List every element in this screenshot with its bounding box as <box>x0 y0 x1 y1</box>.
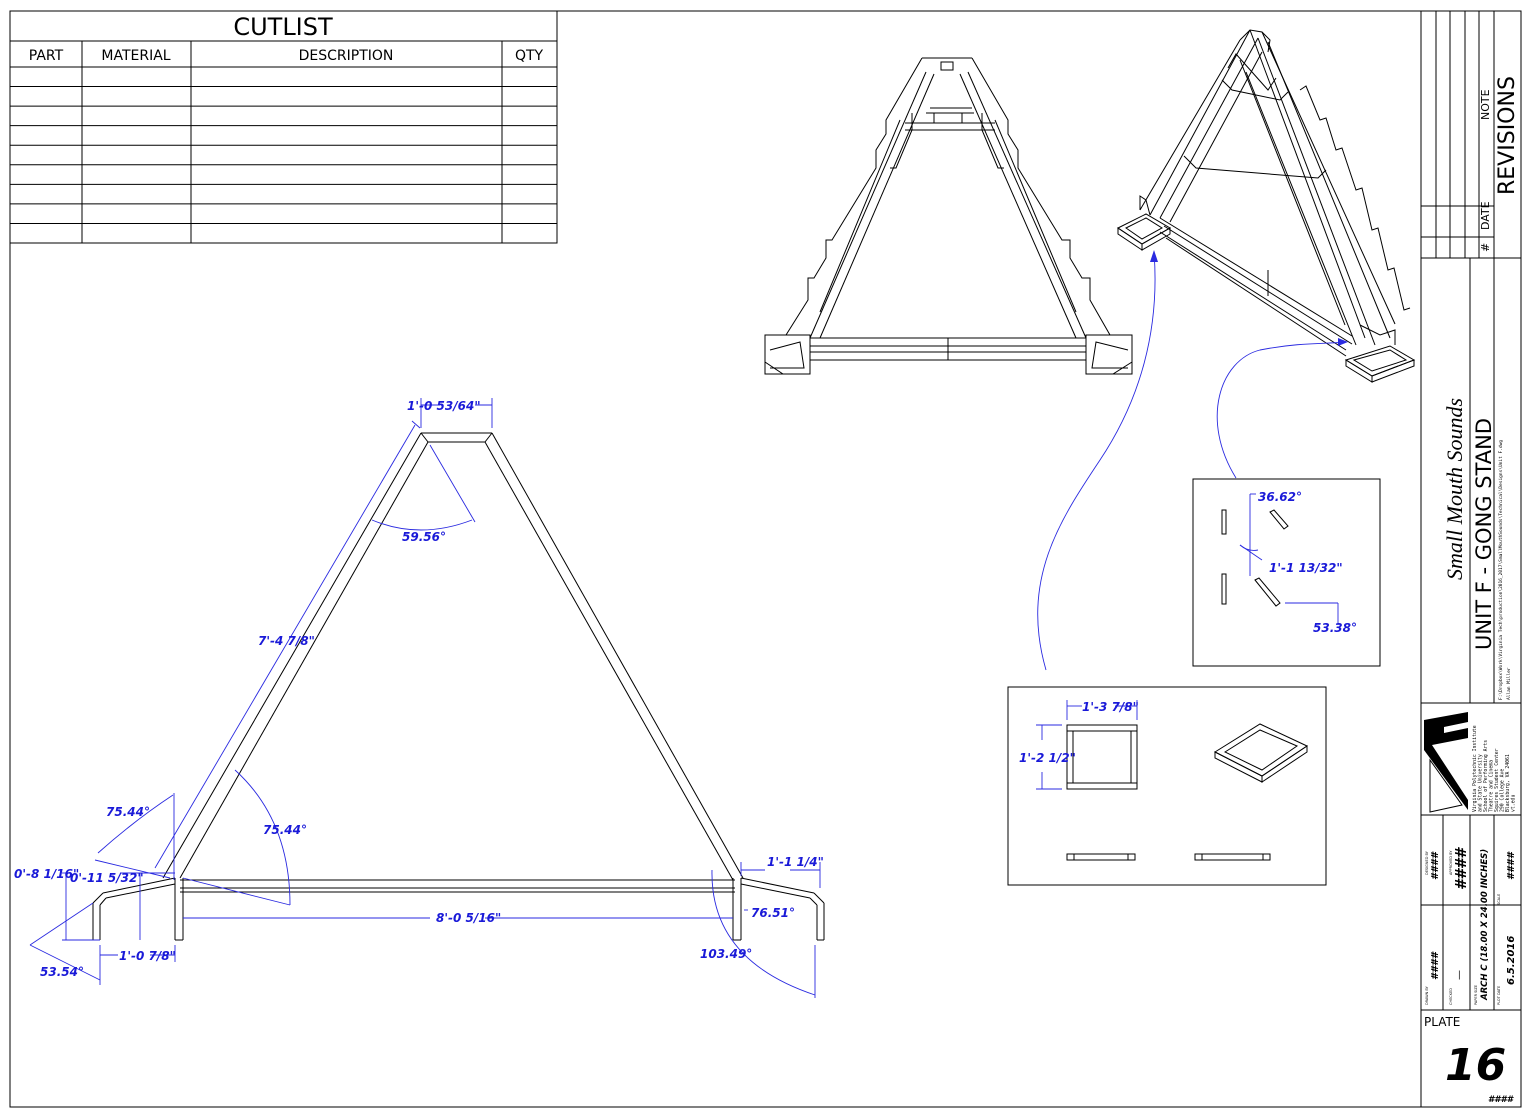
dim-left-outer-angle: 75.44° <box>106 805 150 819</box>
school-address-line: Squires Student Center <box>1494 748 1500 812</box>
plate-number: 16 <box>1445 1040 1506 1091</box>
school-address-line: and State University <box>1478 754 1484 812</box>
front-view-small <box>764 57 1133 375</box>
company-name: Small Mouth Sounds <box>1442 398 1467 580</box>
cutlist-title: CUTLIST <box>233 13 333 41</box>
label-checked: CHECKED <box>1449 988 1453 1005</box>
dim-left-inner-angle: 75.44° <box>263 823 307 837</box>
label-drawn-by: DRAWN BY <box>1425 985 1429 1005</box>
approved-by-value: #### <box>1452 847 1470 890</box>
drawing-title: UNIT F - GONG STAND <box>1472 418 1496 650</box>
plot-date-value: 6.5.2016 <box>1506 936 1517 985</box>
paper-size-value: ARCH C (18.00 X 24.00 INCHES) <box>1480 849 1490 1001</box>
label-plot-date: PLOT DATE <box>1497 986 1501 1005</box>
dimension-labels: 1'-0 53/64" 59.56° 7'-4 7/8" 75.44° 75.4… <box>14 399 824 979</box>
scale-value: #### <box>1506 851 1517 880</box>
detail-base-frame: 1'-3 7/8" 1'-2 1/2" <box>1007 686 1327 886</box>
sheet-border <box>9 10 1522 1108</box>
sheet-code: #### <box>1488 1095 1515 1105</box>
plate-label: PLATE <box>1424 1015 1460 1029</box>
dim-foot-length-right: 1'-1 1/4" <box>767 855 824 869</box>
file-path: F:\Dropbox\Work\Virginia Tech\production… <box>1498 440 1504 700</box>
col-part: PART <box>29 48 64 64</box>
detail-leg-angle: 36.62° 1'-1 13/32" 53.38° <box>1192 478 1381 667</box>
label-designed-by: DESIGNED BY <box>1425 850 1429 875</box>
dim-foot-height-b: 0'-11 5/32" <box>70 871 144 885</box>
dimension-lines <box>29 398 821 998</box>
designed-by-value: #### <box>1430 851 1441 880</box>
school-address-line: Blacksburg, VA 24061 <box>1505 754 1511 812</box>
label-paper-size: PAPER SIZE <box>1474 985 1478 1005</box>
rev-col-note: NOTE <box>1479 89 1492 120</box>
detail-frame-depth: 1'-2 1/2" <box>1019 751 1076 765</box>
cutlist-table: CUTLIST PART MATERIAL DESCRIPTION QTY <box>9 10 558 244</box>
school-address-line: Virginia Polytechnic Institute <box>1472 725 1478 812</box>
dim-foot-height-a: 0'-8 1/16" <box>14 867 79 881</box>
label-scale: SCALE <box>1497 894 1501 905</box>
col-qty: QTY <box>515 48 544 64</box>
dim-leg-length: 7'-4 7/8" <box>258 634 315 648</box>
dim-foot-length-left: 1'-0 7/8" <box>119 949 176 963</box>
col-description: DESCRIPTION <box>299 48 394 64</box>
dim-top-width: 1'-0 53/64" <box>407 399 481 413</box>
school-address-line: School of Performing Arts <box>1483 740 1489 812</box>
rev-col-number: # <box>1479 243 1492 252</box>
callout-connectors <box>1037 250 1348 671</box>
label-approved-by: APPROVED BY <box>1449 850 1453 875</box>
detail-length: 1'-1 13/32" <box>1269 561 1343 575</box>
school-address-line: vt.edu <box>1511 795 1517 812</box>
drawn-field-value: #### <box>1430 951 1441 980</box>
checked-value: — <box>1454 970 1465 980</box>
vt-logo <box>1424 712 1468 813</box>
dim-right-angle-b: 103.49° <box>700 947 752 961</box>
isometric-view <box>1117 29 1416 383</box>
drawn-by-name: Allan Miller <box>1506 667 1512 700</box>
dim-foot-angle: 53.54° <box>40 965 84 979</box>
detail-frame-width: 1'-3 7/8" <box>1082 700 1139 714</box>
school-address-line: Theatre and Cinema <box>1489 760 1495 812</box>
dim-right-angle-a: 76.51° <box>751 906 795 920</box>
school-address-line: 290 College Ave <box>1500 769 1506 812</box>
revisions-label: REVISIONS <box>1495 76 1520 195</box>
rev-col-date: DATE <box>1479 201 1492 230</box>
dim-base-length: 8'-0 5/16" <box>436 911 501 925</box>
title-block <box>1420 11 1521 1107</box>
title-texts: REVISIONS # DATE NOTE Small Mouth Sounds… <box>1424 76 1520 1105</box>
dim-apex-angle: 59.56° <box>402 530 446 544</box>
detail-angle-top: 36.62° <box>1258 490 1302 504</box>
col-material: MATERIAL <box>101 48 170 64</box>
detail-angle-bottom: 53.38° <box>1313 621 1357 635</box>
front-elevation <box>92 432 825 941</box>
